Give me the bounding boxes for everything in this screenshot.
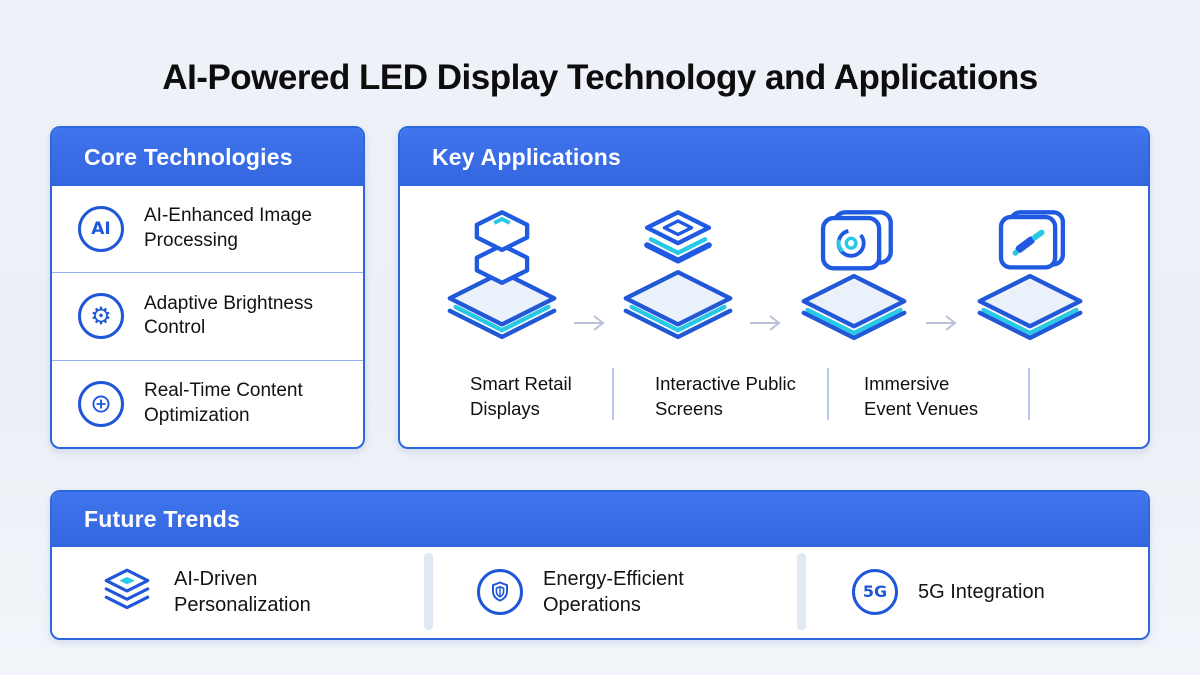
screen-swirl-layers-icon — [801, 210, 907, 341]
gear-circle-icon: ⚙ — [78, 293, 124, 340]
list-item: Real-Time Content Optimization — [52, 359, 363, 447]
stacked-panels-layers-icon — [623, 210, 733, 340]
core-item-label: AI-Enhanced Image Processing — [144, 205, 312, 252]
list-item: Energy-Efficient Operations — [477, 547, 743, 636]
folder-dashes-layers-icon — [977, 210, 1083, 341]
divider — [612, 368, 614, 420]
ai-circle-icon: AI — [78, 206, 124, 253]
list-item: ⚙ Adaptive Brightness Control — [52, 272, 363, 359]
arrow-right-icon — [574, 315, 605, 331]
page-title: AI-Powered LED Display Technology and Ap… — [162, 58, 1038, 97]
list-item: AI AI-Enhanced Image Processing — [52, 186, 363, 272]
key-applications-body: Smart Retail Displays Interactive Public… — [400, 186, 1148, 447]
divider — [827, 368, 829, 420]
gear-icon: ⚙ — [90, 302, 112, 331]
divider — [1028, 368, 1030, 420]
future-trends-panel: Future Trends AI-Driven Personalization … — [50, 490, 1150, 640]
plus-target-icon — [92, 395, 110, 413]
core-item-label: Real-Time Content Optimization — [144, 380, 303, 426]
core-item-label: Adaptive Brightness Control — [144, 292, 313, 339]
divider — [424, 553, 433, 630]
core-technologies-panel: Core Technologies AI AI-Enhanced Image P… — [50, 126, 365, 449]
future-trends-body: AI-Driven Personalization Energy-Efficie… — [52, 547, 1148, 636]
divider — [797, 553, 806, 630]
stacked-layers-icon — [104, 568, 150, 609]
key-step-label: Immersive Event Venues — [864, 373, 979, 419]
key-step-label: Interactive Public Screens — [655, 373, 796, 419]
shield-circle-icon — [477, 568, 523, 615]
core-technologies-body: AI AI-Enhanced Image Processing ⚙ Adapti… — [52, 186, 363, 447]
future-item-label: AI-Driven Personalization — [174, 567, 311, 616]
5g-circle-icon: 5G — [852, 568, 898, 615]
list-item: 5G 5G Integration — [852, 547, 1138, 636]
future-item-label: Energy-Efficient Operations — [543, 567, 684, 616]
future-trends-header: Future Trends — [52, 492, 1148, 547]
plus-target-circle-icon — [78, 380, 124, 427]
key-applications-header: Key Applications — [400, 128, 1148, 186]
key-step-label: Smart Retail Displays — [470, 373, 572, 419]
key-applications-panel: Key Applications — [398, 126, 1150, 449]
arrow-right-icon — [926, 315, 957, 331]
arrow-right-icon — [750, 315, 781, 331]
stacked-cubes-layers-icon — [447, 210, 557, 340]
future-item-label: 5G Integration — [918, 580, 1045, 603]
shield-icon — [492, 581, 508, 602]
core-technologies-header: Core Technologies — [52, 128, 363, 186]
list-item: AI-Driven Personalization — [100, 547, 349, 636]
